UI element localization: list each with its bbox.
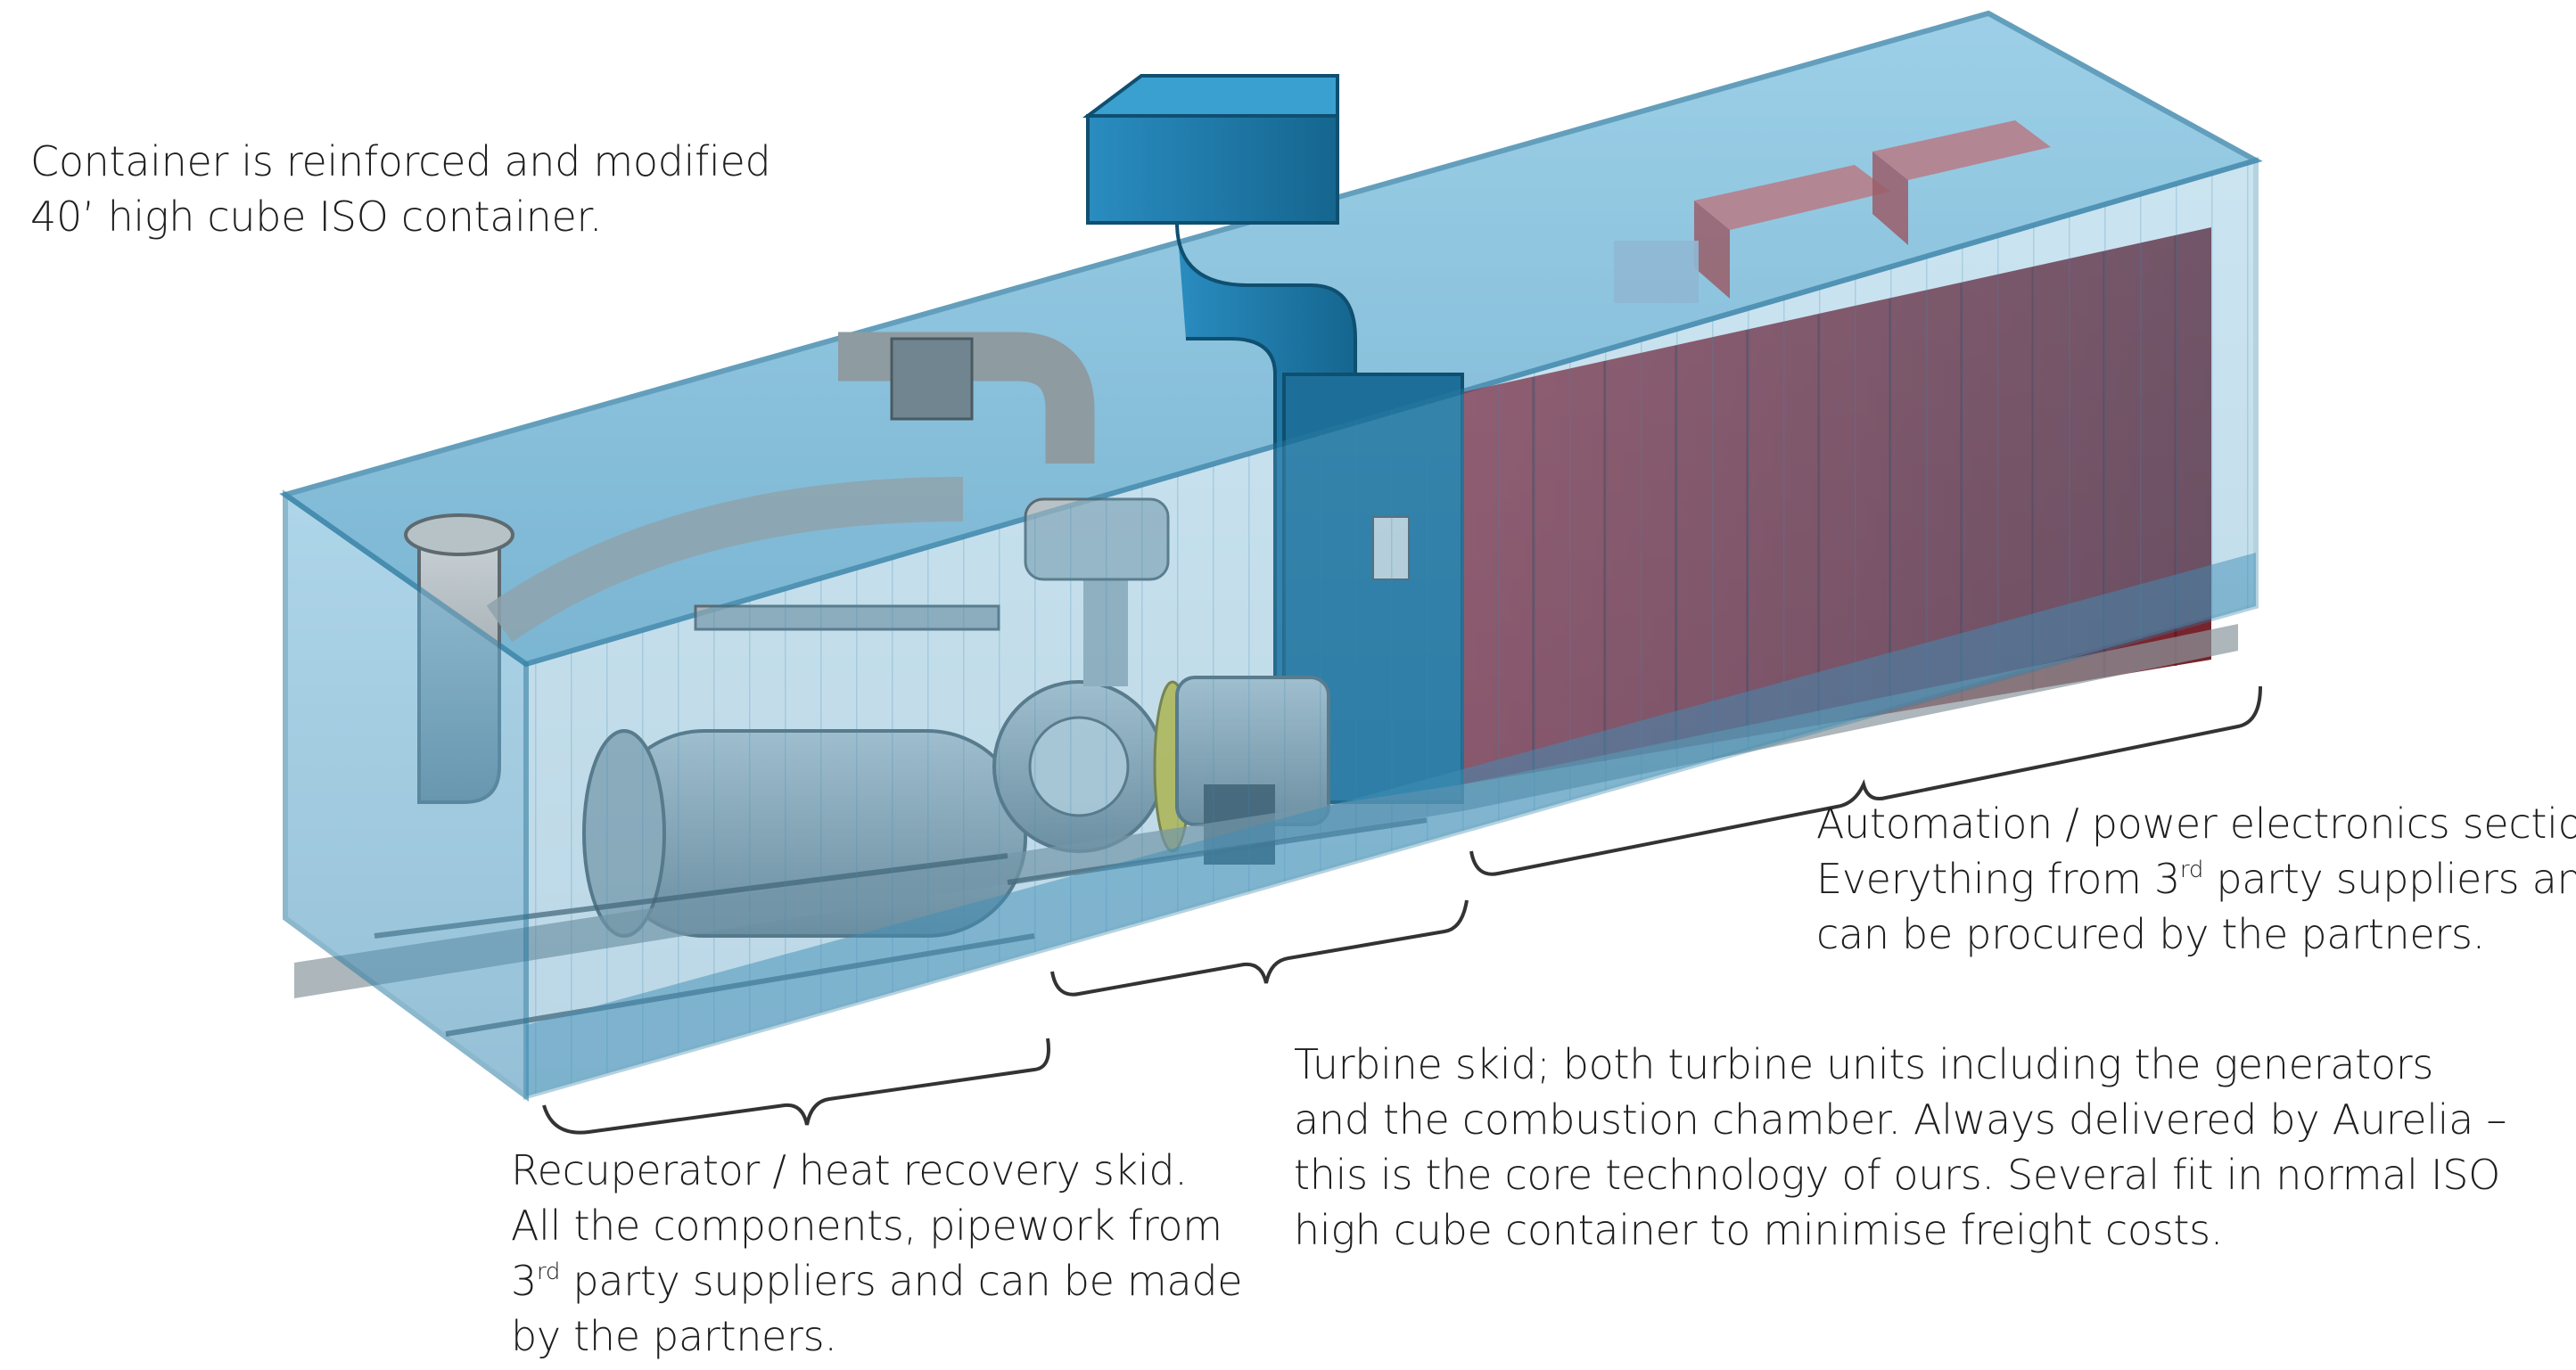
- automation-note-text: Everything from 3: [1816, 855, 2180, 903]
- turbine-note-line: Turbine skid; both turbine units includi…: [1294, 1040, 2434, 1088]
- automation-note: Automation / power electronics section. …: [1816, 796, 2576, 962]
- recuperator-note-line: by the partners.: [511, 1312, 837, 1360]
- recuperator-note-text: party suppliers and can be made: [560, 1257, 1243, 1305]
- recuperator-note-superscript: rd: [536, 1259, 561, 1285]
- automation-note-superscript: rd: [2179, 857, 2204, 883]
- recuperator-note-line: All the components, pipework from: [511, 1202, 1222, 1250]
- automation-note-line: can be procured by the partners.: [1816, 910, 2485, 958]
- container-note-line: 40’ high cube ISO container.: [30, 193, 603, 241]
- container-note-line: Container is reinforced and modified: [30, 137, 771, 185]
- automation-note-line: Automation / power electronics section.: [1816, 800, 2576, 848]
- turbine-note-line: high cube container to minimise freight …: [1294, 1206, 2224, 1254]
- recuperator-note-line: 3rd party suppliers and can be made: [511, 1253, 1243, 1308]
- automation-note-text: party suppliers and: [2203, 855, 2576, 903]
- automation-note-line: Everything from 3rd party suppliers and: [1816, 851, 2576, 906]
- container-note: Container is reinforced and modified 40’…: [30, 134, 771, 244]
- recuperator-note-text: 3: [511, 1257, 537, 1305]
- recuperator-note-line: Recuperator / heat recovery skid.: [511, 1146, 1188, 1194]
- turbine-note-line: and the combustion chamber. Always deliv…: [1294, 1095, 2507, 1144]
- recuperator-note: Recuperator / heat recovery skid. All th…: [511, 1143, 1243, 1364]
- turbine-note: Turbine skid; both turbine units includi…: [1294, 1037, 2506, 1258]
- turbine-note-line: this is the core technology of ours. Sev…: [1294, 1151, 2501, 1199]
